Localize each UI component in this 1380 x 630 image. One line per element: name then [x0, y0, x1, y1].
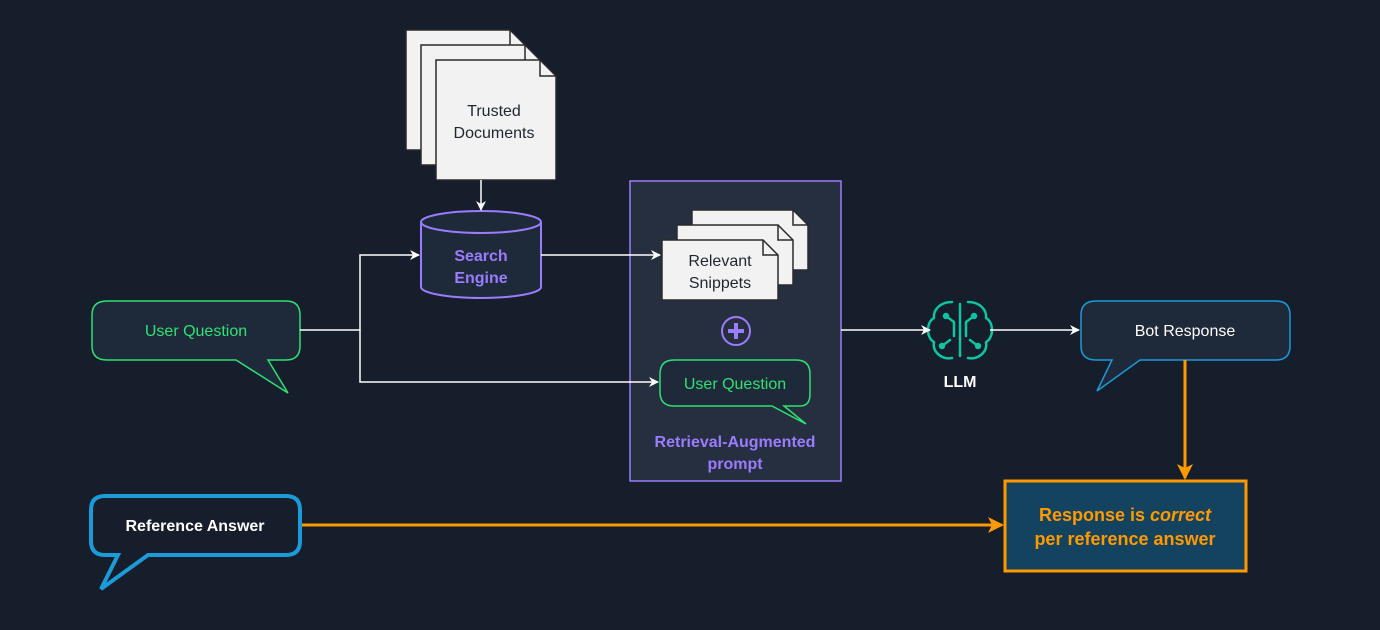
result-emphasis: correct — [1150, 505, 1212, 525]
result-label-2: per reference answer — [1034, 529, 1215, 549]
result-prefix: Response is — [1039, 505, 1150, 525]
prompt-title-1: Retrieval-Augmented — [655, 434, 816, 451]
arrow-question-to-search — [300, 250, 420, 331]
trusted-documents-label-1: Trusted — [467, 103, 521, 120]
relevant-snippets-label-2: Snippets — [689, 275, 751, 292]
search-engine: Search Engine — [420, 210, 542, 299]
relevant-snippets-label-1: Relevant — [688, 253, 752, 270]
prompt-title-2: prompt — [707, 456, 763, 473]
plus-icon — [721, 316, 751, 346]
trusted-documents-label-2: Documents — [454, 125, 535, 142]
brain-circuit-icon — [926, 300, 994, 360]
search-engine-label-2: Engine — [454, 270, 507, 287]
evaluation-result-box: Response is correct per reference answer — [1003, 479, 1248, 573]
reference-answer-label: Reference Answer — [125, 518, 264, 535]
result-label-1: Response is correct — [1039, 505, 1212, 525]
arrow-question-to-prompt — [359, 330, 659, 387]
bot-response-label: Bot Response — [1135, 323, 1236, 340]
search-engine-label-1: Search — [454, 248, 507, 265]
reference-answer-bubble: Reference Answer — [89, 494, 302, 591]
llm-label: LLM — [944, 374, 977, 391]
trusted-documents: Trusted Documents — [405, 29, 557, 181]
bot-response-bubble: Bot Response — [1080, 300, 1291, 392]
retrieval-augmented-prompt: Relevant Snippets User Question Retrieva… — [629, 180, 842, 482]
relevant-snippets: Relevant Snippets — [661, 209, 809, 301]
connectors — [300, 180, 1193, 533]
user-question-label: User Question — [145, 323, 247, 340]
prompt-user-question-label: User Question — [684, 376, 786, 393]
prompt-user-question-bubble: User Question — [659, 359, 811, 425]
user-question-bubble: User Question — [91, 300, 301, 394]
